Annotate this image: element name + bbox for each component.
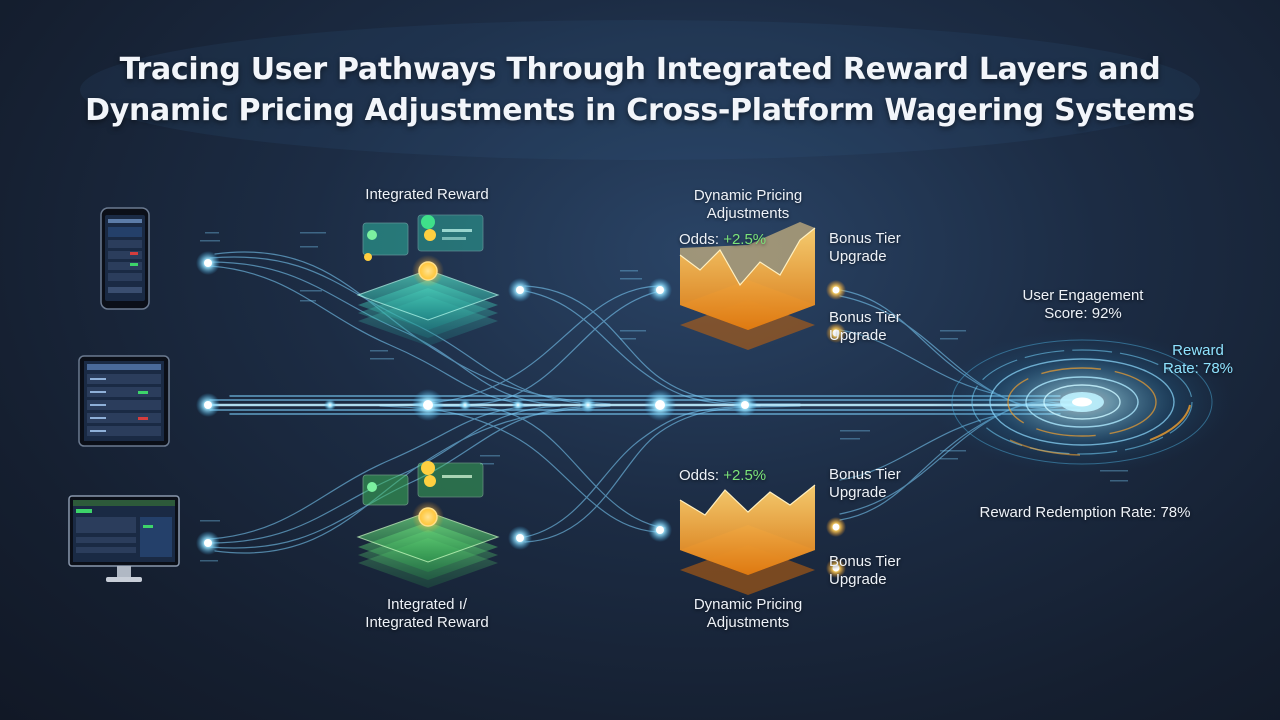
reward-layer-stack-top: [356, 214, 500, 346]
pricing-top-line-1: Dynamic Pricing: [693, 187, 803, 204]
odds-label-top: Odds: +2.5%: [679, 231, 766, 249]
bonus-2-line-2: Upgrade: [829, 327, 887, 344]
reward-coin-icon: [421, 461, 435, 475]
page-title-line-1: Tracing User Pathways Through Integrated…: [119, 52, 1161, 87]
desktop-monitor-device: [68, 495, 180, 587]
reward-rate-line-1: Reward: [1172, 342, 1224, 359]
reward-bottom-line-1: Integrated ı/: [386, 596, 468, 613]
bonus-4-line-2: Upgrade: [829, 571, 887, 588]
bonus-tier-label-4: Bonus Tier Upgrade: [829, 553, 901, 589]
reward-rate-label: Reward Rate: 78%: [1158, 342, 1238, 378]
odds-bottom-prefix: Odds:: [679, 467, 724, 484]
engagement-line-2: Score: 92%: [1044, 305, 1122, 322]
beam-nodes: [196, 251, 846, 578]
redemption-rate-label: Reward Redemption Rate: 78%: [979, 504, 1191, 521]
bonus-1-line-1: Bonus Tier: [829, 230, 901, 247]
bonus-3-line-2: Upgrade: [829, 484, 887, 501]
reward-layer-stack-bottom: [356, 462, 500, 588]
reward-bottom-line-2: Integrated Reward: [365, 614, 489, 631]
engagement-score-label: User Engagement Score: 92%: [1003, 287, 1163, 323]
pricing-surface-bottom: [679, 484, 816, 595]
reward-rate-line-2: Rate: 78%: [1162, 360, 1234, 377]
page-title-line-2: Dynamic Pricing Adjustments in Cross-Pla…: [85, 93, 1195, 128]
odds-top-prefix: Odds:: [679, 231, 724, 248]
engagement-line-1: User Engagement: [1022, 287, 1144, 304]
pricing-top-line-2: Adjustments: [706, 205, 790, 222]
bonus-4-line-1: Bonus Tier: [829, 553, 901, 570]
reward-layer-label-bottom: Integrated ı/ Integrated Reward: [352, 596, 502, 632]
pricing-bottom-line-1: Dynamic Pricing: [693, 596, 803, 613]
reward-badge-icon: [421, 215, 435, 229]
pricing-bottom-line-2: Adjustments: [706, 614, 790, 631]
smartphone-device: [100, 207, 150, 310]
odds-label-bottom: Odds: +2.5%: [679, 467, 766, 485]
tablet-device: [78, 355, 170, 447]
odds-bottom-value: +2.5%: [723, 467, 767, 484]
bonus-3-line-1: Bonus Tier: [829, 466, 901, 483]
bonus-tier-label-2: Bonus Tier Upgrade: [829, 309, 901, 345]
bonus-2-line-1: Bonus Tier: [829, 309, 901, 326]
bonus-tier-label-3: Bonus Tier Upgrade: [829, 466, 901, 502]
odds-top-value: +2.5%: [723, 231, 767, 248]
engagement-hub: [932, 330, 1232, 474]
pricing-label-top: Dynamic Pricing Adjustments: [668, 187, 828, 223]
pricing-label-bottom: Dynamic Pricing Adjustments: [668, 596, 828, 632]
pricing-surface-top: [679, 222, 816, 350]
reward-layer-label-top: Integrated Reward: [365, 186, 489, 203]
bonus-tier-label-1: Bonus Tier Upgrade: [829, 230, 901, 266]
bonus-1-line-2: Upgrade: [829, 248, 887, 265]
